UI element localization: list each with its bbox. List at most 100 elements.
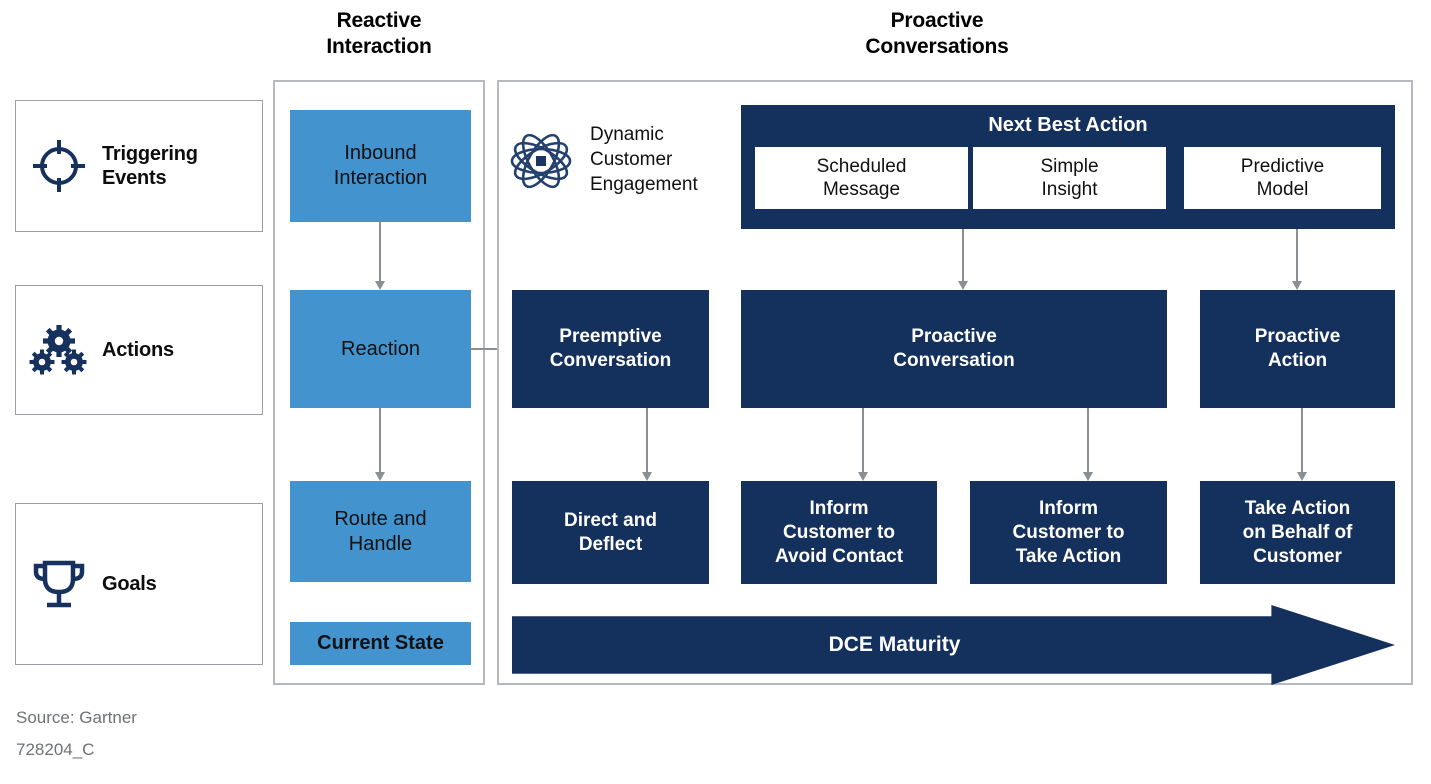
arrow-shaft	[1301, 408, 1303, 472]
reactive-step-route-and-handle[interactable]: Route and Handle	[290, 481, 471, 582]
arrow-head	[1292, 281, 1302, 290]
arrow-shaft	[646, 408, 648, 472]
action-box-line1: Proactive	[1254, 326, 1341, 347]
next-best-action-title: Next Best Action	[988, 114, 1148, 136]
action-box-line2: Conversation	[893, 350, 1015, 371]
arrow-inbound-to-reaction	[375, 222, 386, 290]
arrow-shaft	[471, 348, 503, 350]
arrow-shaft	[862, 408, 864, 472]
arrow-head	[375, 281, 385, 290]
reactive-step-inbound-interaction[interactable]: Inbound Interaction	[290, 110, 471, 222]
goal-box-take-action-on-behalf-of-customer[interactable]: Take Action on Behalf of Customer	[1200, 481, 1395, 584]
reactive-step-line2: Handle	[348, 532, 413, 555]
goal-box-line3: Customer	[1253, 545, 1342, 567]
nba-chip-line1: Predictive	[1240, 156, 1325, 177]
reactive-step-line1: Route and	[334, 507, 427, 530]
goal-box-line2: Customer to	[1012, 521, 1125, 543]
goal-box-line3: Take Action	[1015, 545, 1122, 567]
dce-label-line2: Customer	[590, 149, 673, 170]
arrow-proactive-conv-to-take-action	[1083, 408, 1094, 481]
arrow-head	[958, 281, 968, 290]
reactive-step-line1: Inbound	[344, 142, 417, 164]
source-text: Source: Gartner	[16, 708, 137, 727]
goal-box-inform-customer-avoid-contact[interactable]: Inform Customer to Avoid Contact	[741, 481, 937, 584]
category-label-line2: Events	[102, 167, 167, 189]
action-box-line2: Conversation	[549, 350, 672, 371]
action-box-proactive-conversation[interactable]: Proactive Conversation	[741, 290, 1167, 408]
nba-chip-scheduled-message[interactable]: Scheduled Message	[755, 147, 968, 209]
goal-box-inform-customer-take-action[interactable]: Inform Customer to Take Action	[970, 481, 1167, 584]
nba-chip-line1: Scheduled	[816, 156, 907, 177]
dynamic-customer-engagement-block: Dynamic Customer Engagement	[508, 112, 736, 199]
maturity-arrow-shape	[512, 605, 1395, 685]
header-proactive-line1: Proactive	[890, 9, 984, 32]
dce-label-line3: Engagement	[590, 174, 698, 195]
arrow-nba-to-proactive-conversation	[958, 229, 969, 290]
arrow-shaft	[962, 229, 964, 281]
arrow-shaft	[379, 408, 381, 472]
nba-chip-simple-insight[interactable]: Simple Insight	[973, 147, 1166, 209]
goal-box-line1: Inform	[1038, 497, 1099, 519]
category-label-actions: Actions	[102, 338, 174, 362]
header-reactive-line1: Reactive	[336, 9, 422, 32]
arrow-head	[1083, 472, 1093, 481]
document-code: 728204_C	[16, 740, 95, 759]
category-label-triggering-events: Triggering Events	[102, 142, 198, 190]
current-state-text: Current State	[317, 632, 444, 654]
arrow-shaft	[1296, 229, 1298, 281]
header-proactive-conversations: Proactive Conversations	[497, 8, 1377, 60]
header-reactive-line2: Interaction	[326, 35, 432, 58]
action-box-line1: Proactive	[911, 326, 997, 347]
action-box-line2: Action	[1267, 350, 1328, 371]
next-best-action-group: Next Best Action Scheduled Message Simpl…	[741, 105, 1395, 229]
dce-label-text: Dynamic Customer Engagement	[584, 112, 698, 197]
goal-box-line2: on Behalf of	[1242, 521, 1353, 543]
goal-box-line3: Avoid Contact	[774, 545, 904, 567]
trophy-icon	[16, 555, 102, 613]
reactive-step-reaction[interactable]: Reaction	[290, 290, 471, 408]
category-box-actions[interactable]: Actions	[15, 285, 263, 415]
category-label-goals: Goals	[102, 572, 157, 596]
arrow-reaction-to-route	[375, 408, 386, 481]
goal-box-line1: Take Action	[1244, 497, 1351, 519]
category-label-line1: Actions	[102, 339, 174, 361]
gears-icon	[16, 322, 102, 378]
maturity-arrow-label: DCE Maturity	[828, 633, 961, 656]
reactive-step-line1: Reaction	[341, 337, 420, 360]
goal-box-line1: Direct and	[564, 509, 657, 531]
category-box-triggering-events[interactable]: Triggering Events	[15, 100, 263, 232]
arrow-head	[858, 472, 868, 481]
atom-icon	[508, 112, 584, 199]
arrow-shaft	[379, 222, 381, 281]
goal-box-line1: Inform	[809, 497, 869, 519]
arrow-head	[642, 472, 652, 481]
arrow-nba-to-proactive-action	[1292, 229, 1303, 290]
dce-maturity-arrow: DCE Maturity	[512, 605, 1395, 685]
header-proactive-line2: Conversations	[865, 35, 1009, 58]
reactive-current-state-label[interactable]: Current State	[290, 622, 471, 665]
arrow-head	[1297, 472, 1307, 481]
action-box-line1: Preemptive	[559, 326, 662, 347]
category-label-line1: Goals	[102, 573, 157, 595]
arrow-preemptive-to-direct-deflect	[642, 408, 653, 481]
goal-box-direct-and-deflect[interactable]: Direct and Deflect	[512, 481, 709, 584]
reactive-step-line2: Interaction	[333, 167, 428, 189]
dce-label-line1: Dynamic	[590, 124, 664, 145]
nba-chip-line2: Insight	[1041, 179, 1098, 200]
nba-chip-predictive-model[interactable]: Predictive Model	[1184, 147, 1381, 209]
goal-box-line2: Deflect	[578, 533, 643, 555]
category-box-goals[interactable]: Goals	[15, 503, 263, 665]
nba-chip-line2: Message	[822, 179, 901, 200]
target-crosshair-icon	[16, 138, 102, 194]
arrow-proactive-conv-to-avoid-contact	[858, 408, 869, 481]
goal-box-line2: Customer to	[783, 521, 895, 543]
arrow-head	[375, 472, 385, 481]
category-label-line1: Triggering	[102, 143, 198, 165]
action-box-proactive-action[interactable]: Proactive Action	[1200, 290, 1395, 408]
arrow-shaft	[1087, 408, 1089, 472]
arrow-proactive-action-to-behalf-of-customer	[1297, 408, 1308, 481]
nba-chip-line2: Model	[1256, 179, 1309, 200]
header-reactive-interaction: Reactive Interaction	[273, 8, 485, 60]
action-box-preemptive-conversation[interactable]: Preemptive Conversation	[512, 290, 709, 408]
